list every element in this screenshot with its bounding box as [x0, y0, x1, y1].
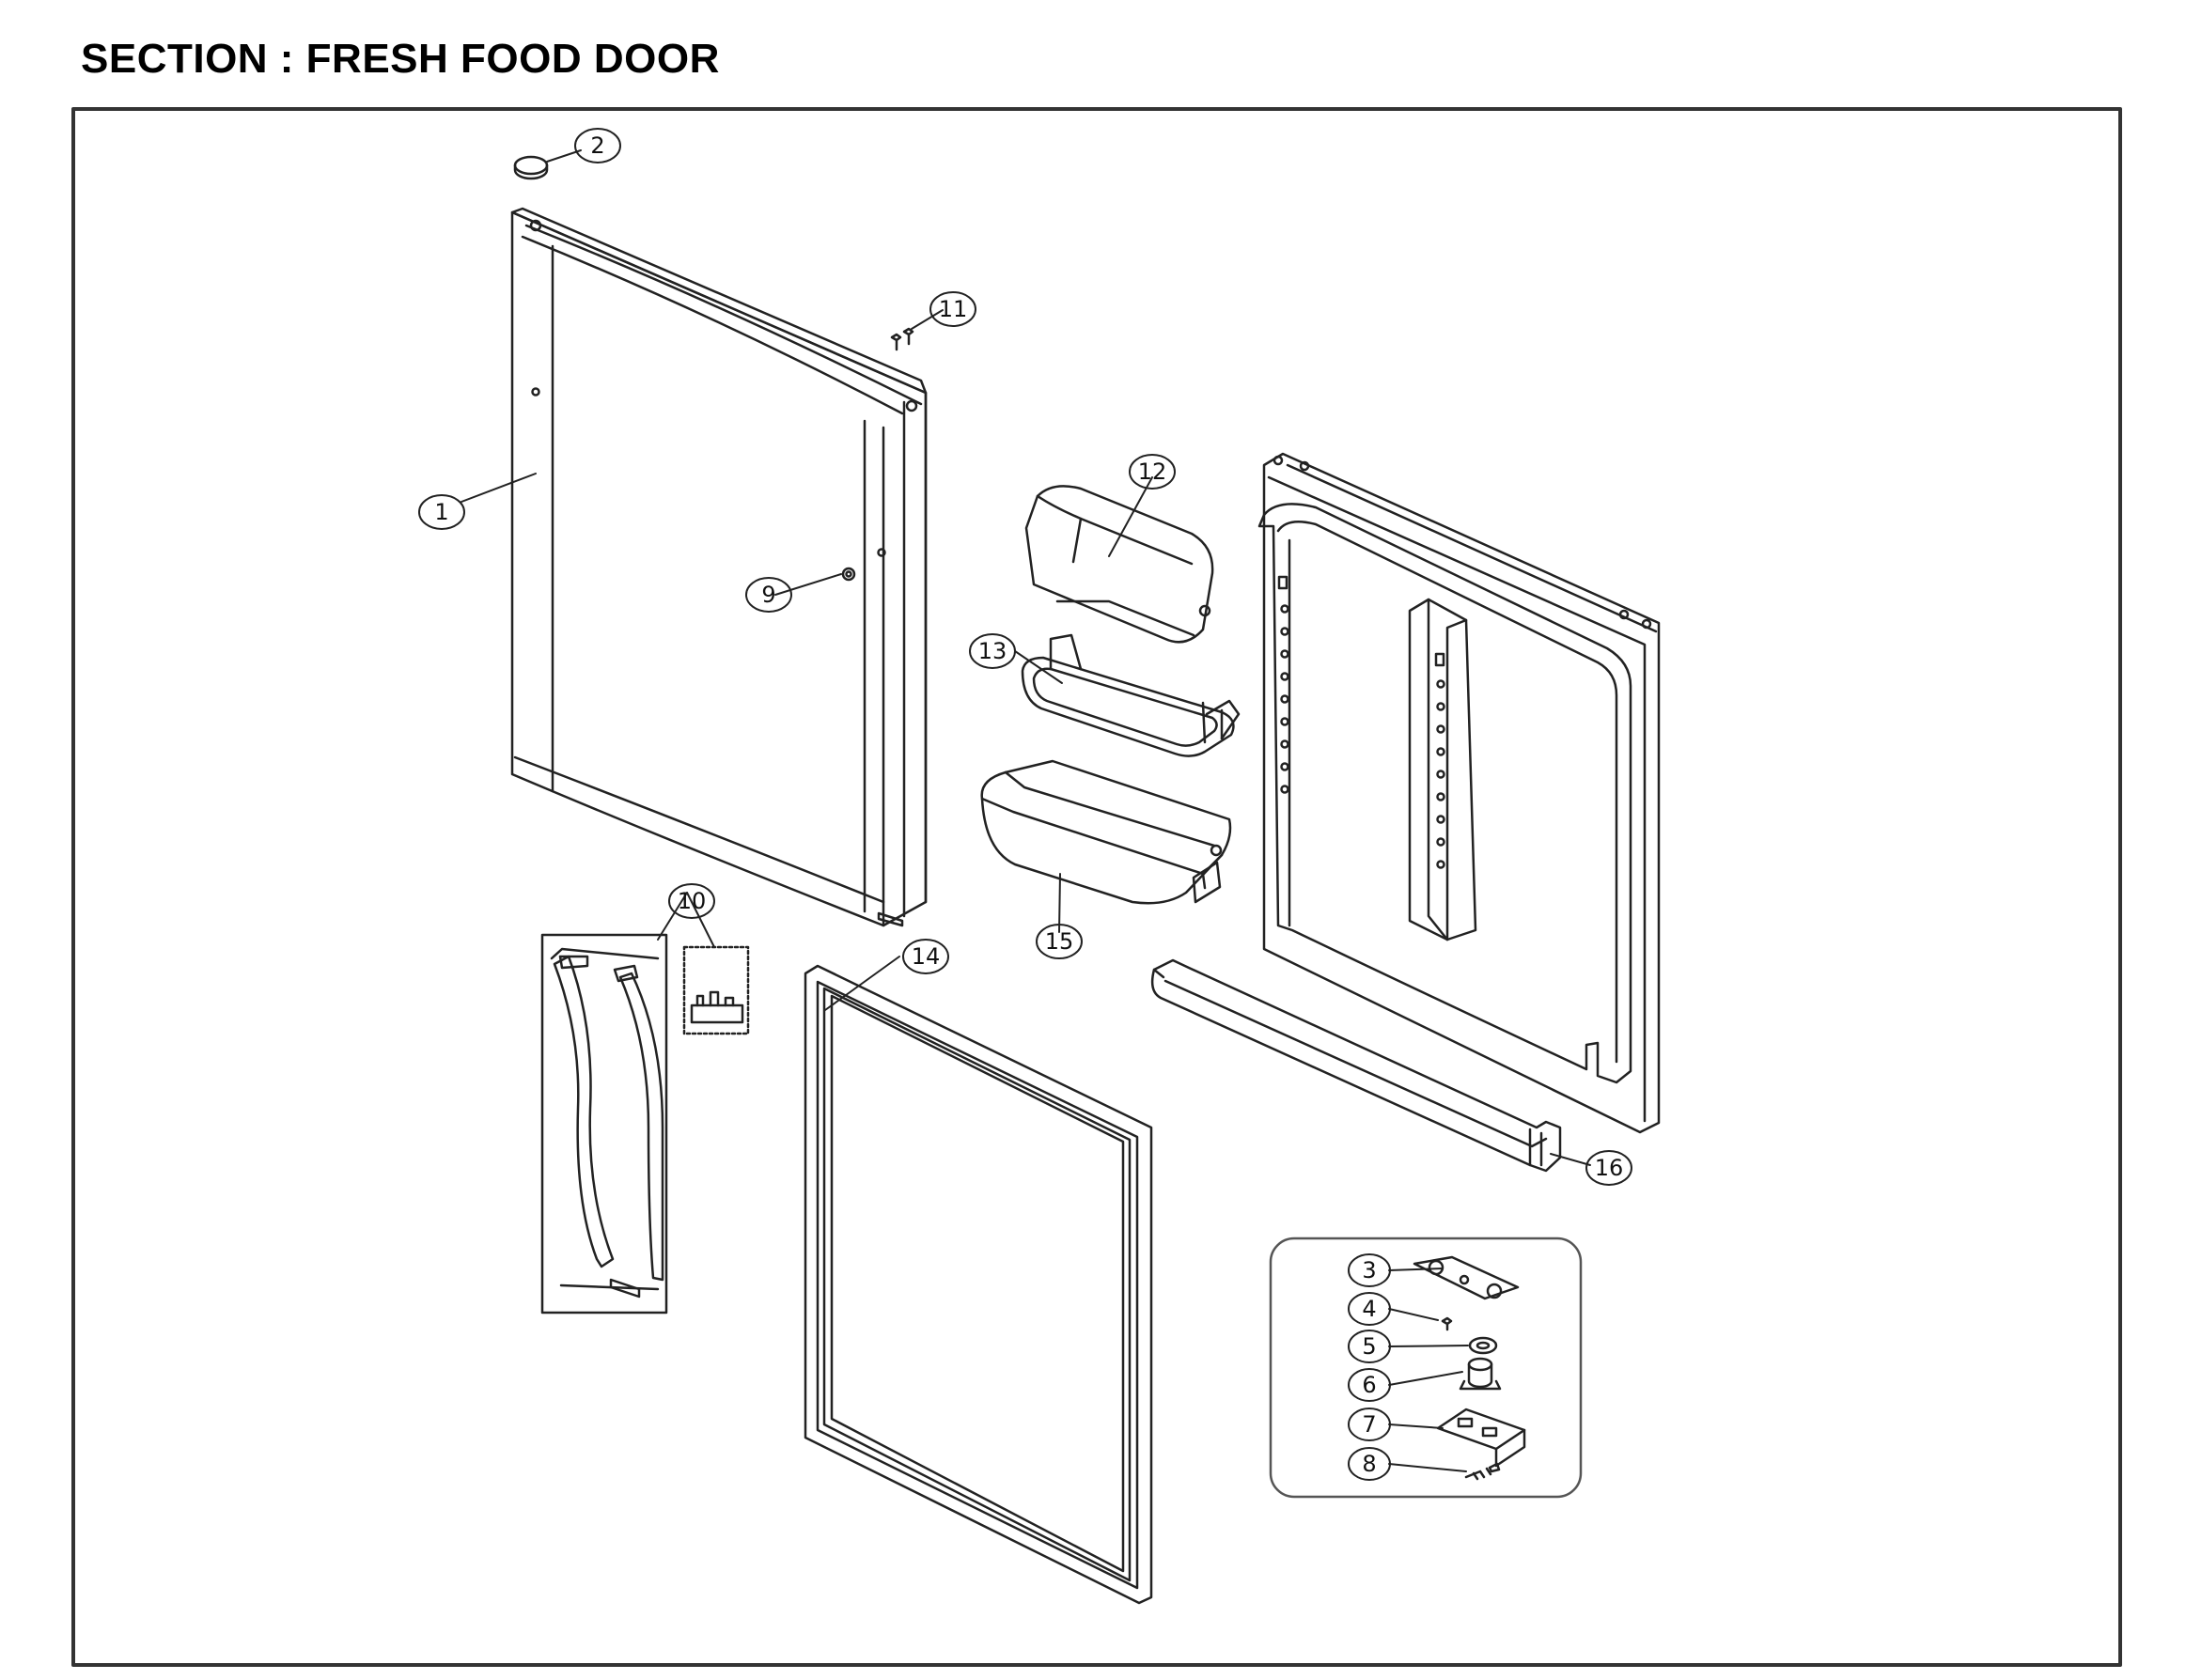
callout-9: 9: [745, 577, 792, 613]
part-16-door-shelf: [1150, 958, 1562, 1173]
svg-text:5: 5: [1362, 1333, 1376, 1360]
part-1-door-panel: [510, 207, 928, 927]
callout-11: 11: [929, 291, 976, 327]
svg-text:8: 8: [1362, 1451, 1376, 1477]
svg-text:10: 10: [678, 888, 707, 914]
callout-3: 3: [1348, 1253, 1391, 1287]
svg-text:7: 7: [1362, 1411, 1376, 1438]
leader-lines: [461, 149, 1591, 1472]
hinge-detail-box: [1269, 1237, 1583, 1499]
callout-14: 14: [902, 939, 949, 974]
callout-15: 15: [1036, 924, 1083, 959]
callout-8: 8: [1348, 1447, 1391, 1481]
callout-1: 1: [418, 494, 465, 530]
part-15-door-bin: [980, 759, 1232, 905]
callout-2: 2: [574, 128, 621, 163]
svg-text:12: 12: [1138, 459, 1167, 485]
part-10-handle-kit: [540, 933, 750, 1314]
part-13-dairy-tray: [1021, 633, 1241, 757]
callout-16: 16: [1585, 1150, 1632, 1186]
svg-text:11: 11: [939, 296, 968, 322]
callout-10: 10: [668, 883, 715, 919]
callout-12: 12: [1129, 454, 1176, 490]
svg-text:1: 1: [434, 499, 448, 525]
svg-text:6: 6: [1362, 1372, 1376, 1398]
door-liner: [1257, 452, 1661, 1134]
svg-text:13: 13: [978, 638, 1007, 664]
svg-text:9: 9: [761, 582, 775, 608]
section-title: SECTION : FRESH FOOD DOOR: [81, 36, 720, 82]
svg-text:16: 16: [1595, 1155, 1624, 1181]
callout-6: 6: [1348, 1368, 1391, 1402]
part-14-door-gasket: [804, 964, 1153, 1605]
svg-text:14: 14: [912, 943, 941, 970]
svg-text:15: 15: [1045, 928, 1074, 955]
svg-text:3: 3: [1362, 1257, 1376, 1283]
callout-13: 13: [969, 633, 1016, 669]
svg-text:4: 4: [1362, 1296, 1376, 1322]
callout-5: 5: [1348, 1330, 1391, 1363]
callout-4: 4: [1348, 1292, 1391, 1326]
part-12-dairy-cover: [1024, 485, 1214, 644]
svg-text:2: 2: [590, 132, 604, 159]
part-2-hinge-cap: [513, 155, 549, 180]
diagram-frame: [71, 107, 2122, 1667]
part-11-screws: [890, 327, 914, 351]
callout-7: 7: [1348, 1408, 1391, 1441]
part-9-plug: [841, 567, 856, 582]
